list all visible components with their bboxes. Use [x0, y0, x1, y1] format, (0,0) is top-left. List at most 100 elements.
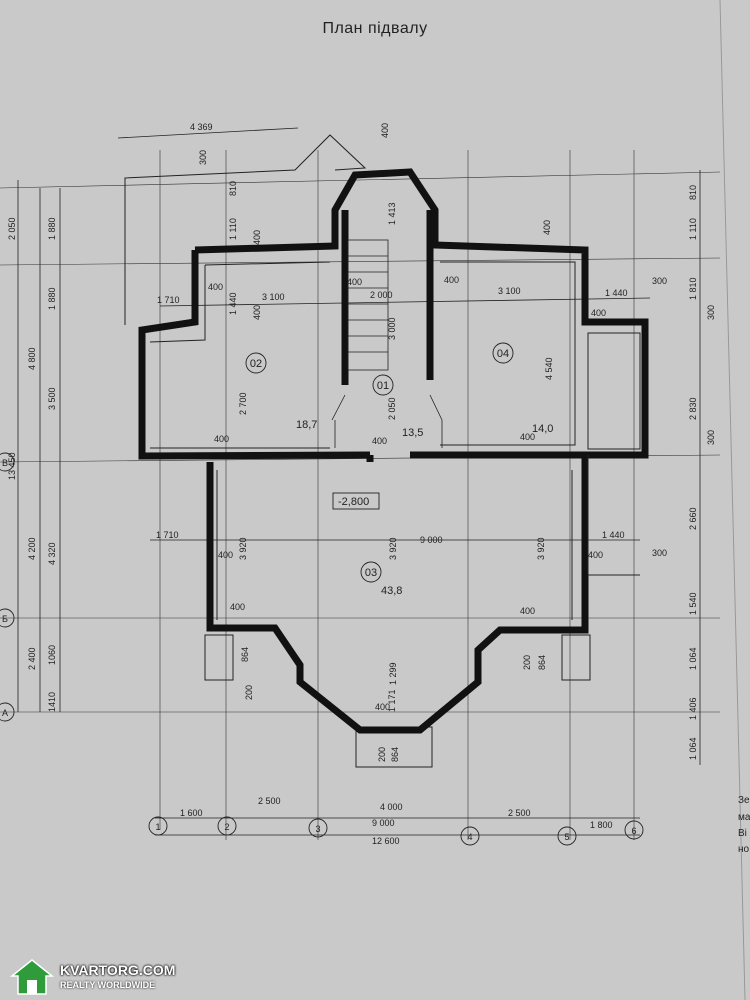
svg-text:300: 300 [652, 276, 667, 286]
room-area: 13,5 [402, 427, 423, 439]
vertical-dimension-labels: 300 810 1 110 1 440 400 1 413 3 000 400 … [7, 150, 716, 762]
inner-lines [149, 261, 641, 620]
watermark: KVARTORG.COM REALTY WORLDWIDE [10, 958, 210, 998]
axis-label: Б [2, 614, 8, 624]
svg-text:1 171: 1 171 [387, 689, 397, 712]
svg-text:300: 300 [706, 305, 716, 320]
svg-text:810: 810 [228, 181, 238, 196]
svg-text:400: 400 [372, 436, 387, 446]
svg-text:1 800: 1 800 [590, 820, 613, 830]
svg-text:2 830: 2 830 [688, 397, 698, 420]
floor-level-mark: -2,800 [338, 496, 369, 508]
svg-text:1 110: 1 110 [228, 218, 238, 240]
grid-lines [0, 150, 721, 840]
svg-text:400: 400 [230, 602, 245, 612]
axis-bubbles [0, 452, 644, 846]
svg-text:9 000: 9 000 [372, 818, 395, 828]
axis-label: В [2, 458, 8, 468]
cut-off-text: но [738, 844, 750, 855]
svg-text:1 064: 1 064 [688, 737, 698, 760]
room-number: 03 [365, 567, 377, 579]
house-logo-icon [10, 959, 54, 995]
svg-text:1 880: 1 880 [47, 217, 57, 240]
svg-text:1 406: 1 406 [688, 697, 698, 720]
svg-text:400: 400 [218, 550, 233, 560]
svg-text:4 000: 4 000 [380, 802, 403, 812]
svg-text:4 320: 4 320 [47, 542, 57, 565]
cut-off-text: Ві [738, 828, 747, 839]
svg-text:864: 864 [537, 655, 547, 670]
svg-text:300: 300 [706, 430, 716, 445]
room-number: 04 [497, 348, 509, 360]
svg-text:1 440: 1 440 [228, 292, 238, 315]
room-number: 01 [377, 380, 389, 392]
axis-label: A [2, 708, 8, 718]
svg-text:1 440: 1 440 [605, 288, 628, 298]
svg-text:400: 400 [444, 275, 459, 285]
svg-text:3 920: 3 920 [536, 537, 546, 560]
svg-text:200: 200 [244, 685, 254, 700]
axis-label: 1 [155, 822, 160, 832]
outer-contour [124, 134, 591, 768]
svg-text:1 299: 1 299 [388, 662, 398, 685]
svg-text:1 540: 1 540 [688, 592, 698, 615]
svg-text:2 660: 2 660 [688, 507, 698, 530]
svg-text:400: 400 [542, 220, 552, 235]
svg-text:400: 400 [375, 702, 390, 712]
svg-text:400: 400 [591, 308, 606, 318]
svg-text:810: 810 [688, 185, 698, 200]
walls [138, 168, 649, 734]
svg-text:864: 864 [390, 747, 400, 762]
svg-text:4 369: 4 369 [190, 122, 213, 132]
svg-text:864: 864 [240, 647, 250, 662]
svg-text:3 000: 3 000 [387, 317, 397, 340]
svg-text:13 450: 13 450 [7, 452, 17, 480]
svg-text:2 050: 2 050 [7, 217, 17, 240]
svg-text:200: 200 [377, 747, 387, 762]
svg-text:1060: 1060 [47, 645, 57, 665]
svg-text:2 500: 2 500 [508, 808, 531, 818]
axis-label: 5 [564, 832, 569, 842]
svg-text:1 710: 1 710 [156, 530, 179, 540]
svg-text:300: 300 [198, 150, 208, 165]
dimension-lines [17, 127, 701, 836]
page-edge-line [719, 0, 746, 1000]
svg-text:400: 400 [520, 432, 535, 442]
watermark-name: KVARTORG.COM [60, 962, 176, 978]
axis-label: 6 [631, 826, 636, 836]
svg-text:400: 400 [520, 606, 535, 616]
svg-text:2 500: 2 500 [258, 796, 281, 806]
svg-text:2 050: 2 050 [387, 397, 397, 420]
cut-off-text: ма [738, 812, 750, 823]
svg-text:400: 400 [252, 230, 262, 245]
svg-text:4 200: 4 200 [27, 537, 37, 560]
svg-text:2 000: 2 000 [370, 290, 393, 300]
door-swings [331, 394, 443, 448]
svg-text:400: 400 [252, 305, 262, 320]
room-number: 02 [250, 358, 262, 370]
svg-text:400: 400 [380, 123, 390, 138]
svg-text:3 100: 3 100 [498, 286, 521, 296]
svg-text:400: 400 [347, 277, 362, 287]
svg-text:2 700: 2 700 [238, 392, 248, 415]
svg-text:400: 400 [208, 282, 223, 292]
room-area: 18,7 [296, 419, 317, 431]
svg-text:1 880: 1 880 [47, 287, 57, 310]
svg-text:400: 400 [214, 434, 229, 444]
watermark-subtitle: REALTY WORLDWIDE [60, 980, 156, 990]
svg-text:2 400: 2 400 [27, 647, 37, 670]
svg-text:1 600: 1 600 [180, 808, 203, 818]
svg-text:3 920: 3 920 [388, 537, 398, 560]
svg-text:300: 300 [652, 548, 667, 558]
svg-text:1 110: 1 110 [688, 218, 698, 240]
cut-off-text: Зе [738, 795, 750, 806]
room-area: 43,8 [381, 585, 402, 597]
axis-labels: 1 2 3 4 5 6 A Б В [2, 458, 637, 842]
plan-title: План підвалу [322, 20, 428, 37]
svg-text:3 100: 3 100 [262, 292, 285, 302]
axis-label: 4 [467, 832, 472, 842]
svg-text:400: 400 [588, 550, 603, 560]
svg-text:1410: 1410 [47, 692, 57, 712]
svg-text:4 800: 4 800 [27, 347, 37, 370]
